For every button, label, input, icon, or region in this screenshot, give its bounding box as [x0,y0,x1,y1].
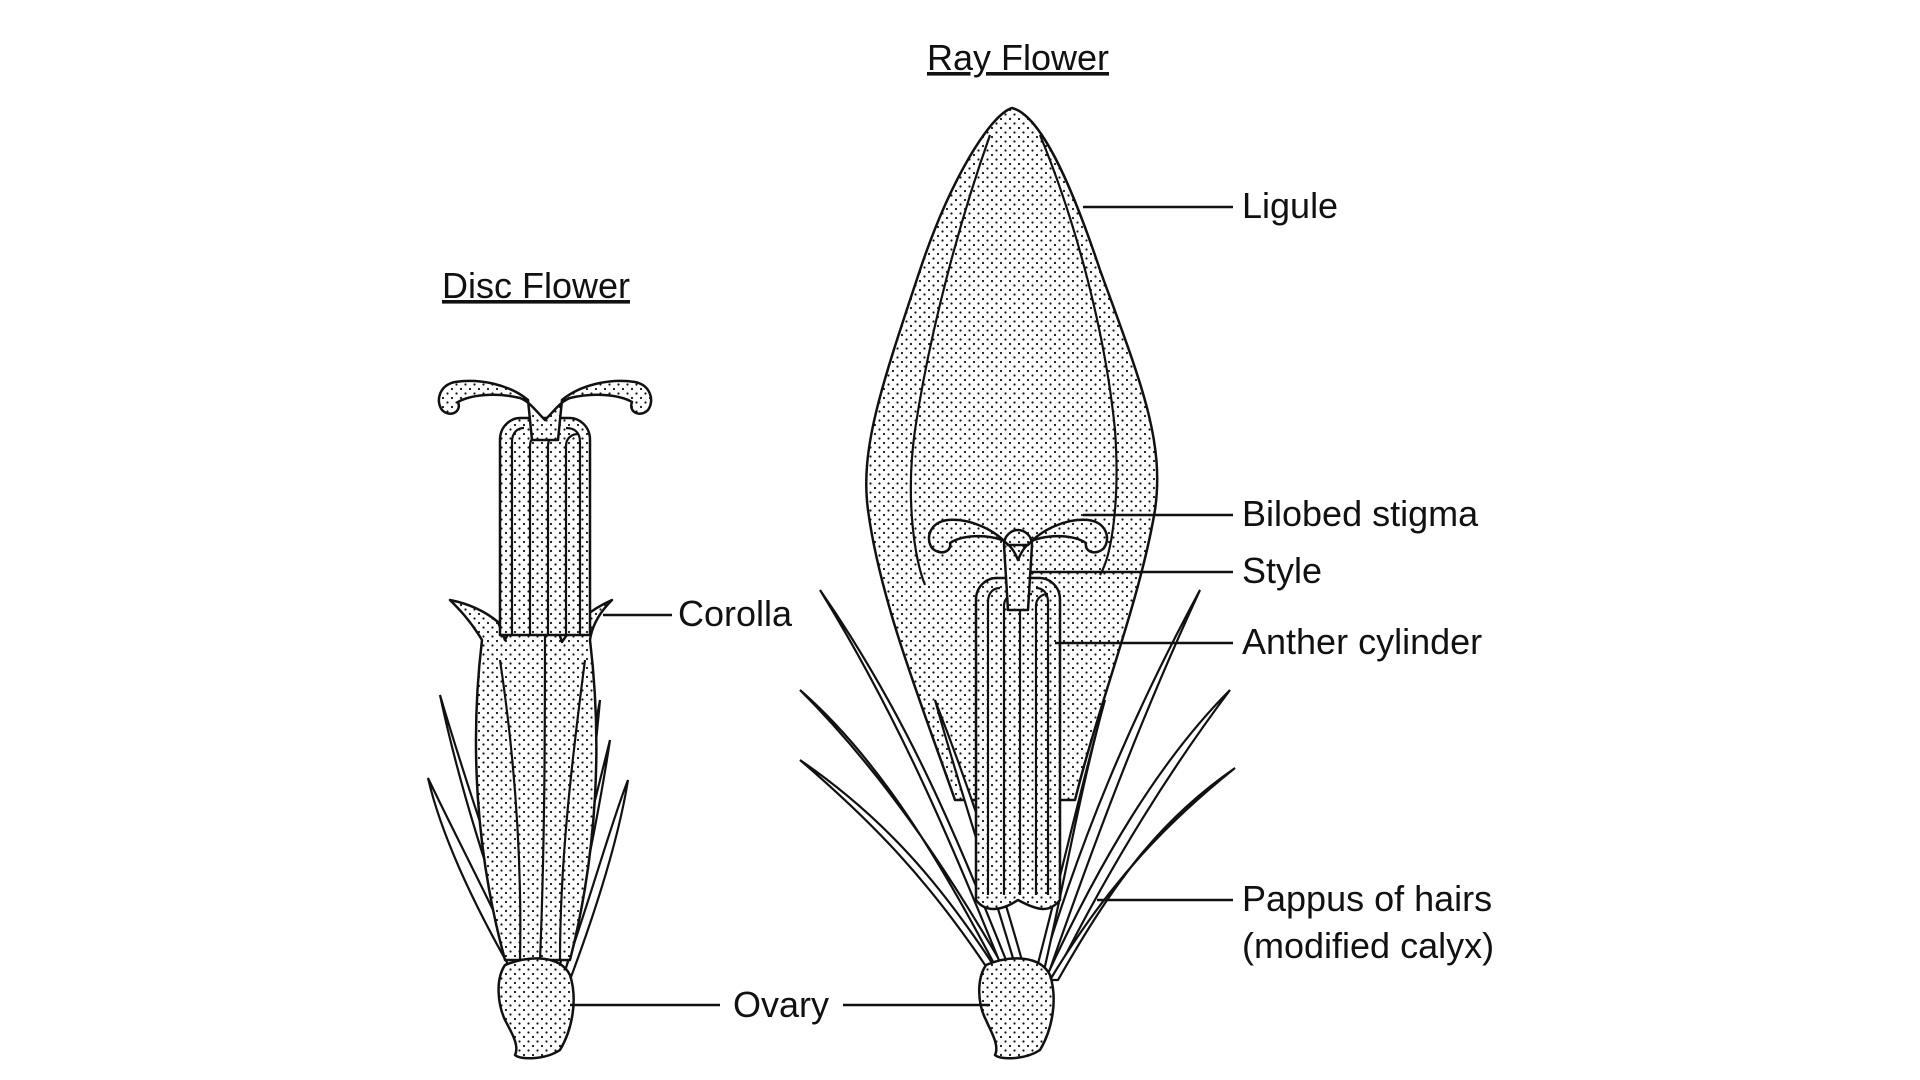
style-label: Style [1242,550,1322,591]
ray-ovary [978,957,1055,1060]
ray-style [1002,528,1034,612]
ray-flower-title: Ray Flower [927,37,1109,78]
bilobed-stigma-label: Bilobed stigma [1242,493,1479,534]
ray-bilobed-stigma [927,518,1109,562]
corolla-label: Corolla [678,593,793,634]
ligule-label: Ligule [1242,185,1338,226]
anther-cylinder-label: Anther cylinder [1242,621,1482,662]
ray-anther-cylinder [974,576,1062,911]
disc-anther-cylinder [498,416,592,637]
pappus-label-line1: Pappus of hairs [1242,878,1492,919]
disc-ovary [497,957,575,1060]
disc-corolla [448,570,614,962]
disc-flower [426,379,653,1060]
leader-lines [570,205,1233,1007]
disc-flower-title: Disc Flower [442,265,630,306]
ray-flower [799,106,1236,1060]
pappus-label-line2: (modified calyx) [1242,925,1494,966]
disc-bilobed-stigma [437,379,653,442]
ovary-label: Ovary [733,984,829,1025]
